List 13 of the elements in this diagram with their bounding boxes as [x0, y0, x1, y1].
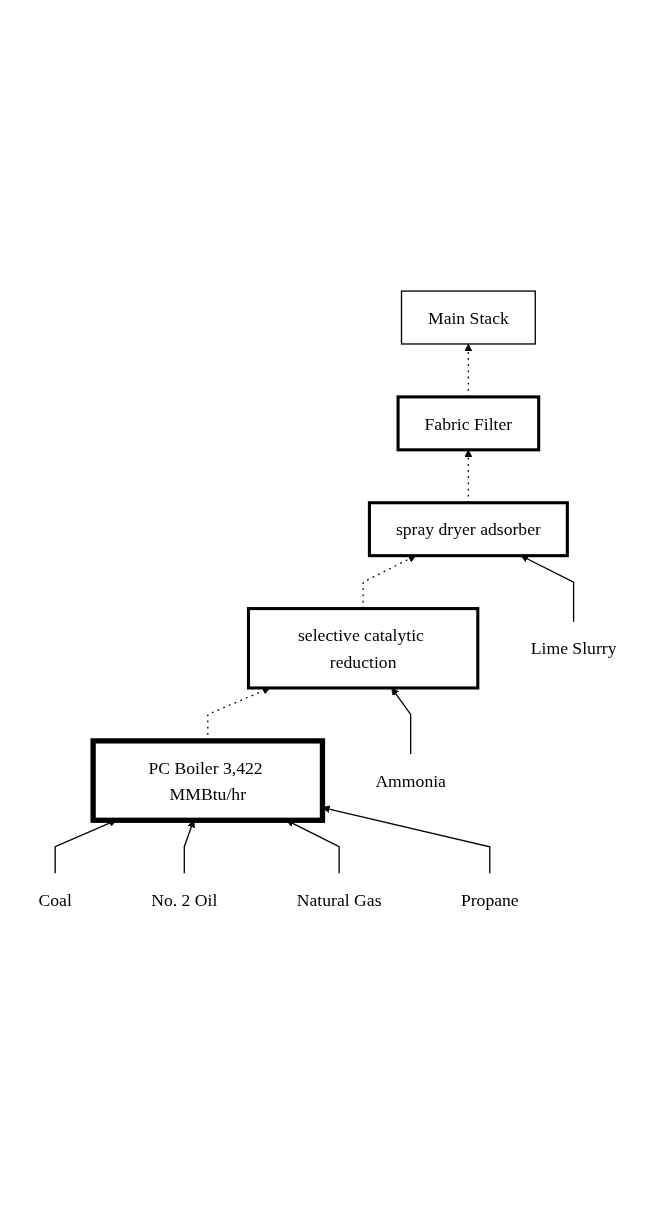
node-box: spray dryer adsorber [367, 501, 569, 558]
node-text: Coal [38, 889, 72, 910]
arrow [520, 555, 575, 623]
node-text: Natural Gas [296, 889, 382, 910]
arrow [391, 687, 412, 755]
node-box: Fabric Filter [396, 395, 541, 452]
node-text: Propane [460, 889, 519, 910]
node-box: selective catalytic reduction [246, 606, 480, 690]
node-text: Ammonia [375, 770, 446, 791]
node-box: Main Stack [400, 290, 536, 345]
node-text: Lime Slurry [530, 638, 617, 658]
node-box: PC Boiler 3,422 MMBtu/hr [90, 738, 326, 823]
node-text: No. 2 Oil [151, 889, 218, 910]
